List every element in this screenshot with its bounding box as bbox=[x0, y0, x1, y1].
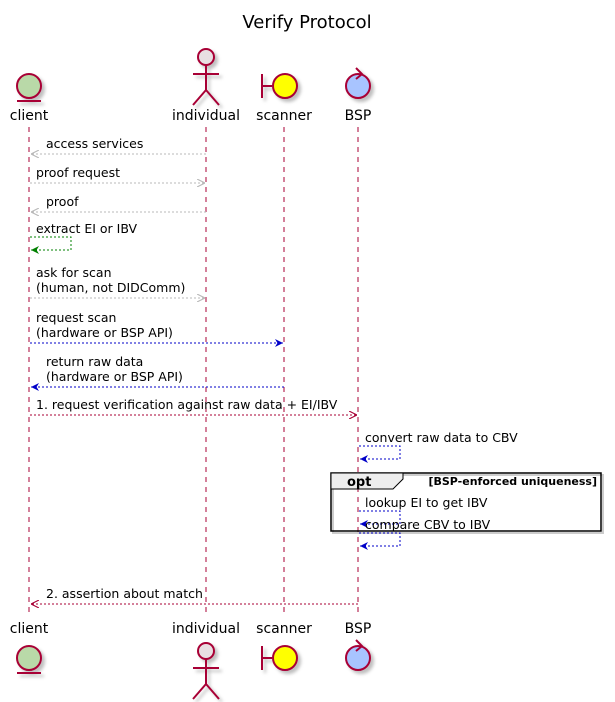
participants: client client individual individual scanner s… bbox=[10, 48, 372, 700]
message-10: lookup EI to get IBV bbox=[359, 495, 488, 528]
message-11: compare CBV to IBV bbox=[359, 517, 491, 550]
message-5: ask for scan(human, not DIDComm) bbox=[30, 265, 205, 298]
message-label: access services bbox=[46, 136, 143, 151]
self-message-arrow bbox=[359, 445, 401, 463]
self-message-arrow bbox=[359, 510, 401, 528]
client-entity-icon-top bbox=[16, 73, 42, 102]
participant-label-client-top: client bbox=[10, 108, 49, 124]
client-entity-icon-bottom bbox=[16, 645, 42, 674]
message-label: convert raw data to CBV bbox=[365, 430, 518, 445]
individual-actor-icon-top bbox=[192, 48, 220, 106]
message-label: request scan bbox=[36, 310, 116, 325]
message-label: proof bbox=[46, 194, 79, 209]
message-12: 2. assertion about match bbox=[31, 586, 358, 604]
message-label: return raw data bbox=[46, 354, 143, 369]
message-7: return raw data(hardware or BSP API) bbox=[31, 354, 284, 391]
opt-condition: [BSP-enforced uniqueness] bbox=[428, 475, 597, 488]
participant-label-bsp-bottom: BSP bbox=[345, 621, 372, 637]
participant-label-individual-top: individual bbox=[172, 108, 240, 124]
scanner-boundary-icon-bottom bbox=[261, 645, 298, 671]
opt-frame bbox=[330, 472, 602, 532]
bsp-control-icon-top bbox=[345, 67, 371, 99]
message-label: compare CBV to IBV bbox=[365, 517, 491, 532]
opt-label: opt bbox=[347, 475, 371, 490]
participant-label-client-bottom: client bbox=[10, 621, 49, 637]
message-label: (hardware or BSP API) bbox=[36, 325, 173, 340]
opt-frame-shadow bbox=[332, 474, 604, 534]
message-8: 1. request verification against raw data… bbox=[30, 397, 357, 415]
self-message-arrow bbox=[359, 532, 401, 550]
scanner-boundary-icon-top bbox=[261, 73, 298, 99]
messages: access services proof request proof extract… bbox=[30, 136, 518, 604]
message-4: extract EI or IBV bbox=[30, 221, 138, 254]
message-1: access services bbox=[31, 136, 206, 154]
message-label: (hardware or BSP API) bbox=[46, 369, 183, 384]
participant-label-scanner-bottom: scanner bbox=[256, 621, 312, 637]
opt-fragment: opt [BSP-enforced uniqueness] bbox=[330, 472, 604, 534]
message-label: 1. request verification against raw data… bbox=[36, 397, 338, 412]
message-label: lookup EI to get IBV bbox=[365, 495, 488, 510]
opt-tab bbox=[330, 472, 404, 490]
participant-label-bsp-top: BSP bbox=[345, 108, 372, 124]
bsp-control-icon-bottom bbox=[345, 639, 371, 671]
message-label: ask for scan bbox=[36, 265, 112, 280]
message-2: proof request bbox=[30, 165, 205, 183]
message-label: (human, not DIDComm) bbox=[36, 280, 185, 295]
individual-actor-icon-bottom bbox=[192, 642, 220, 700]
diagram-title: Verify Protocol bbox=[242, 12, 371, 33]
message-label: proof request bbox=[36, 165, 120, 180]
message-label: extract EI or IBV bbox=[36, 221, 138, 236]
participant-label-individual-bottom: individual bbox=[172, 621, 240, 637]
participant-label-scanner-top: scanner bbox=[256, 108, 312, 124]
self-message-arrow bbox=[30, 236, 72, 254]
message-label: 2. assertion about match bbox=[46, 586, 203, 601]
message-6: request scan(hardware or BSP API) bbox=[30, 310, 283, 347]
message-9: convert raw data to CBV bbox=[359, 430, 518, 463]
message-3: proof bbox=[31, 194, 206, 212]
